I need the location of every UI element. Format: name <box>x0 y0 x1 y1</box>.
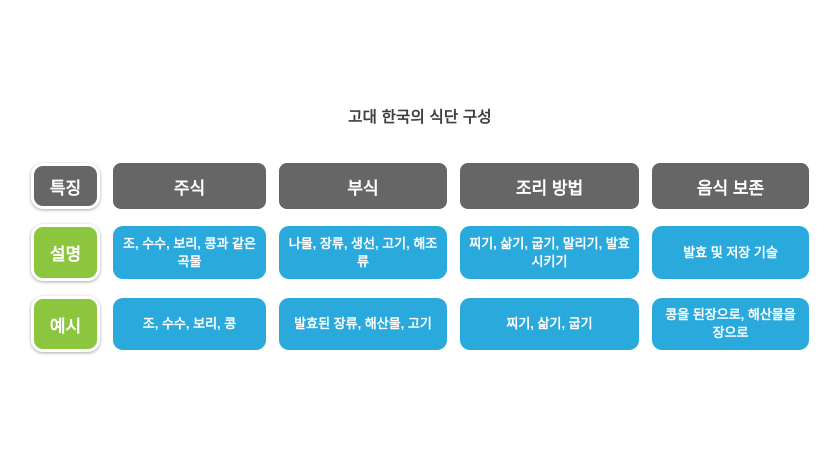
column-header-staple-food: 주식 <box>113 163 266 209</box>
row-label-description: 설명 <box>31 224 100 281</box>
column-header-food-preservation: 음식 보존 <box>652 163 809 209</box>
description-cell-food-preservation: 발효 및 저장 기술 <box>652 226 809 279</box>
example-cell-cooking-method: 찌기, 삶기, 굽기 <box>460 298 639 350</box>
page-title: 고대 한국의 식단 구성 <box>348 109 492 126</box>
description-cell-cooking-method: 찌기, 삶기, 굽기, 말리기, 발효시키기 <box>460 226 639 279</box>
row-label-feature: 특징 <box>31 163 100 209</box>
example-cell-side-dish: 발효된 장류, 해산물, 고기 <box>279 298 447 350</box>
diet-table: 특징 주식 부식 조리 방법 음식 보존 설명 조, 수수, 보리, 콩과 같은… <box>31 163 809 352</box>
description-cell-side-dish: 나물, 장류, 생선, 고기, 해조류 <box>279 226 447 279</box>
column-header-side-dish: 부식 <box>279 163 447 209</box>
column-header-cooking-method: 조리 방법 <box>460 163 639 209</box>
row-label-example: 예시 <box>31 296 100 352</box>
example-cell-food-preservation: 콩을 된장으로, 해산물을 장으로 <box>652 298 809 350</box>
description-cell-staple-food: 조, 수수, 보리, 콩과 같은 곡물 <box>113 226 266 279</box>
example-cell-staple-food: 조, 수수, 보리, 콩 <box>113 298 266 350</box>
